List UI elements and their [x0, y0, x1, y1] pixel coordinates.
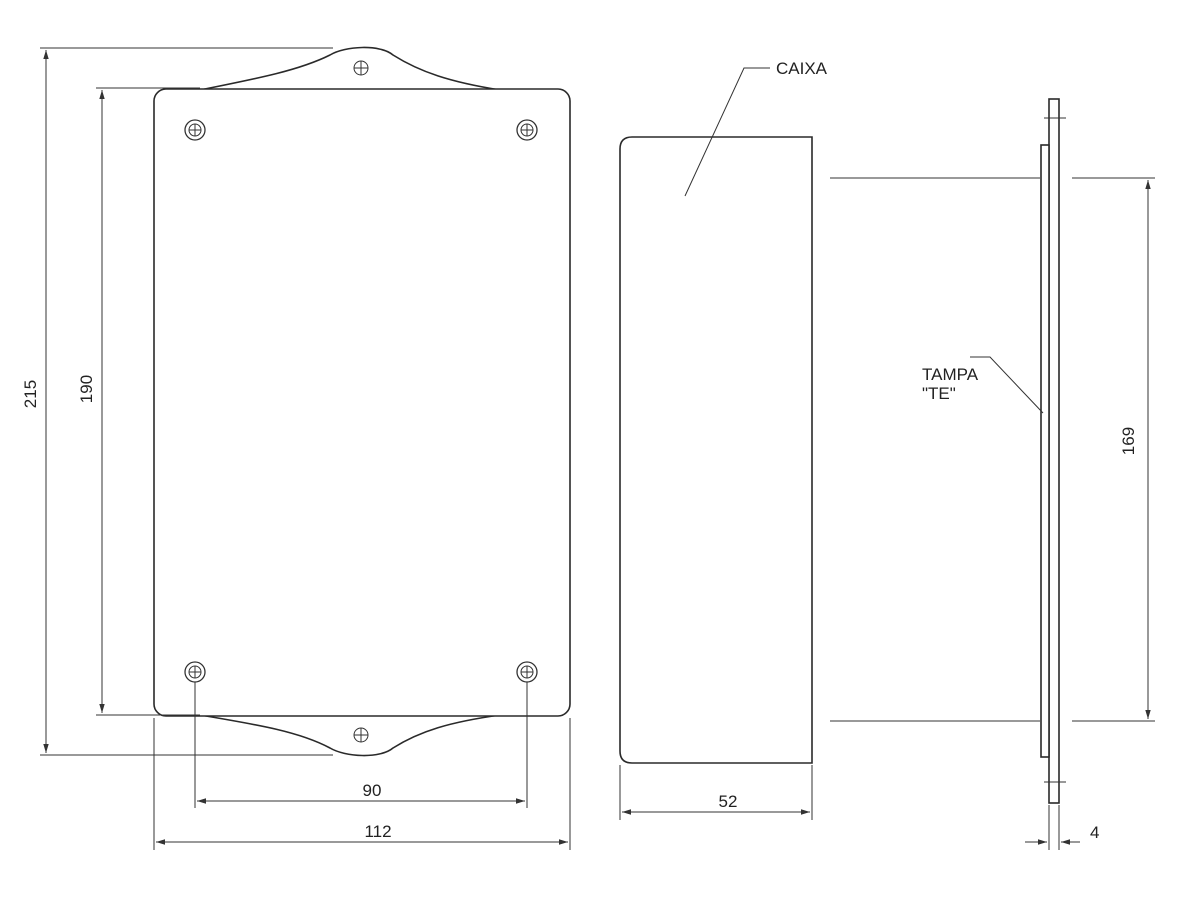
bottom-lug-hole	[353, 727, 369, 743]
box-leader: CAIXA	[684, 59, 828, 197]
lid-label-line2: "TE"	[922, 384, 956, 403]
front-view: 215 190 90 112	[21, 46, 571, 850]
lid-label-line1: TAMPA	[922, 365, 979, 384]
dimension-inner-height: 169	[830, 177, 1155, 722]
box-label: CAIXA	[776, 59, 828, 78]
lid-leader: TAMPA "TE"	[922, 356, 1044, 414]
dimension-lid-thickness: 4	[1025, 805, 1099, 850]
lid-view: TAMPA "TE" 169 4	[830, 98, 1155, 850]
dimension-plate-height: 190	[77, 87, 200, 716]
screw-top-left	[184, 119, 206, 141]
lid-flange	[1040, 144, 1050, 758]
top-lug-hole	[353, 60, 369, 76]
bottom-mounting-lug	[199, 714, 501, 757]
dim-label-190: 190	[77, 375, 96, 403]
dim-label-52: 52	[719, 792, 738, 811]
dimension-depth: 52	[619, 765, 813, 820]
dimension-width: 112	[153, 718, 571, 850]
front-plate	[153, 88, 571, 717]
dim-label-112: 112	[364, 822, 391, 841]
dimension-hole-spacing: 90	[194, 682, 528, 808]
dim-label-4: 4	[1090, 823, 1099, 842]
side-view: CAIXA 52	[619, 59, 828, 820]
dimension-overall-height: 215	[21, 47, 333, 756]
screw-bottom-left	[184, 661, 206, 683]
dim-label-90: 90	[363, 781, 382, 800]
top-mounting-lug	[199, 46, 501, 91]
dim-label-169: 169	[1119, 427, 1138, 455]
box-side-profile	[619, 136, 813, 764]
dim-label-215: 215	[21, 380, 40, 408]
lid-plate	[1048, 98, 1060, 804]
screw-top-right	[516, 119, 538, 141]
